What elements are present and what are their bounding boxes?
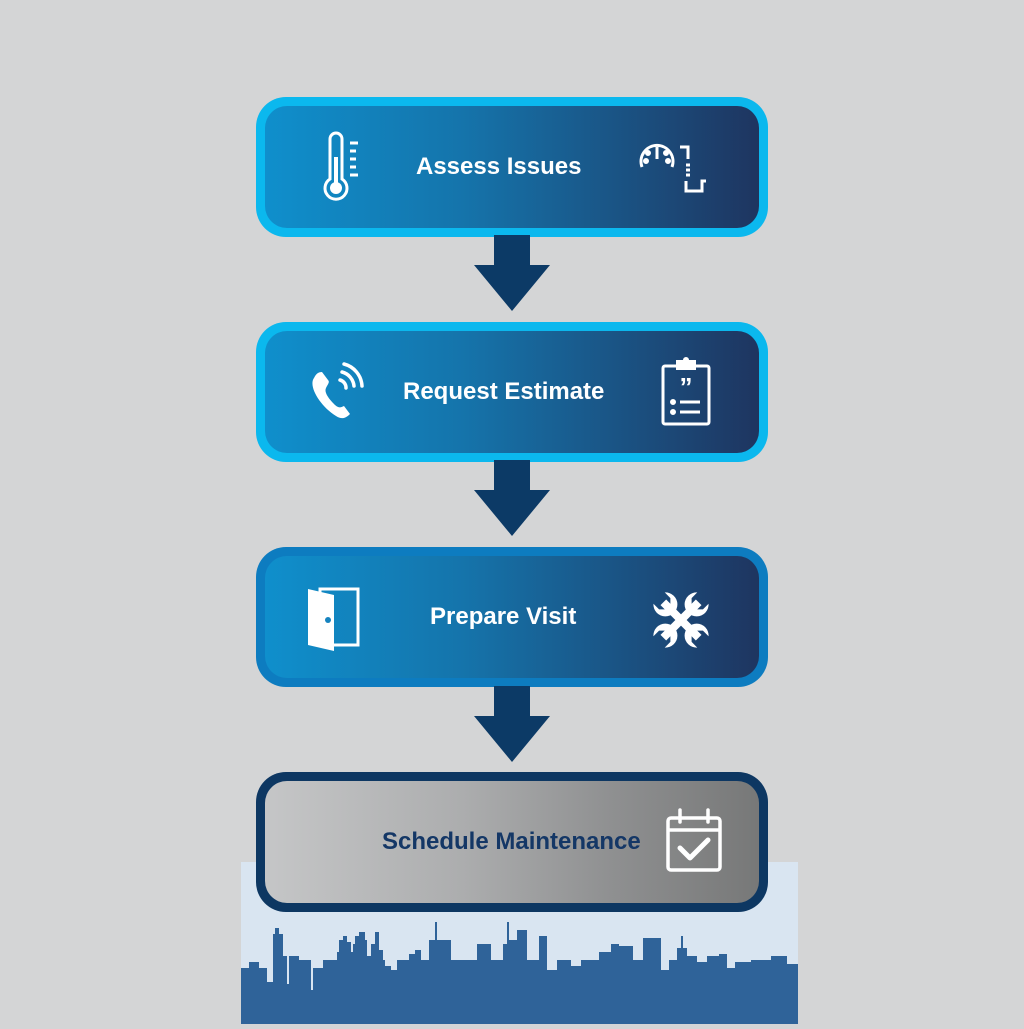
down-arrow-2 — [472, 460, 552, 538]
step-body — [265, 106, 759, 228]
crossed-wrenches-icon — [646, 587, 716, 653]
step-request-estimate: Request Estimate ” — [256, 322, 768, 462]
step-assess-issues: Assess Issues — [256, 97, 768, 237]
phone-ringing-icon — [306, 362, 370, 424]
step-body — [265, 781, 759, 903]
svg-text:”: ” — [680, 372, 693, 402]
step-label: Prepare Visit — [430, 603, 577, 630]
step-label: Assess Issues — [416, 153, 582, 180]
step-label: Request Estimate — [403, 378, 605, 405]
thermometer-icon — [320, 131, 364, 201]
open-door-icon — [306, 585, 362, 655]
down-arrow-1 — [472, 235, 552, 313]
pressure-gauge-pipe-icon — [634, 137, 714, 197]
step-body — [265, 331, 759, 453]
step-label: Schedule Maintenance — [382, 828, 641, 855]
down-arrow-3 — [472, 686, 552, 764]
step-schedule-maintenance: Schedule Maintenance — [256, 772, 768, 912]
clipboard-quote-icon: ” — [660, 356, 712, 428]
step-prepare-visit: Prepare Visit — [256, 547, 768, 687]
calendar-check-icon — [664, 808, 724, 874]
city-skyline-illustration — [241, 920, 798, 1029]
